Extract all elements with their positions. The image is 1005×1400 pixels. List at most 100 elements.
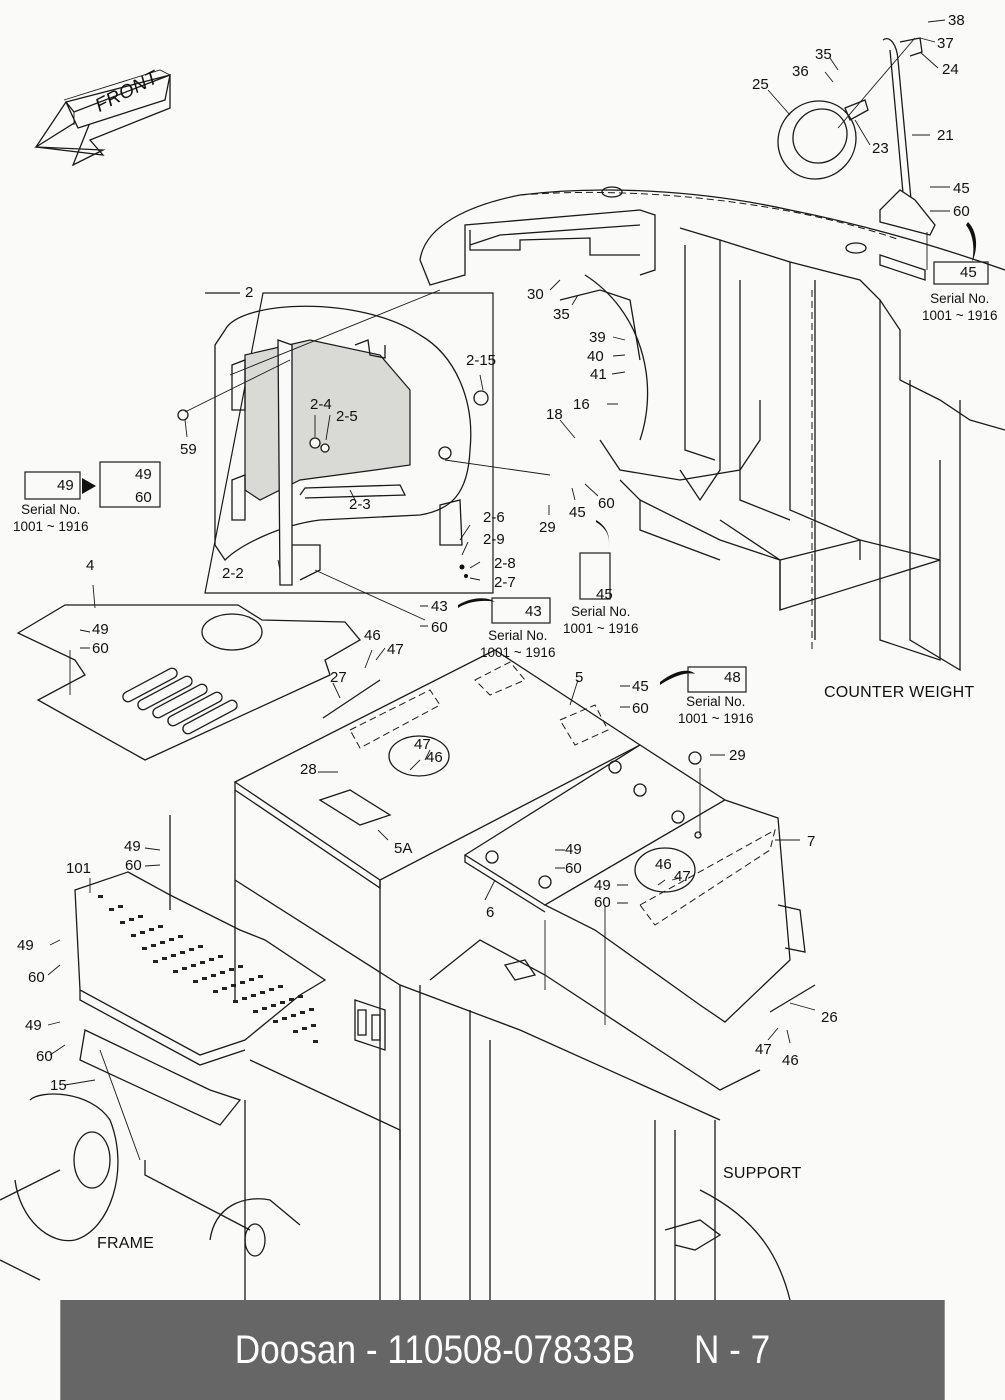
serial-note-line2: 1001 ~ 1916 [480, 645, 556, 660]
callout-15: 15 [50, 1077, 67, 1094]
callout-2-8: 2-8 [494, 555, 516, 572]
perforation-hole [222, 987, 227, 990]
footer-part-number: 110508-07833B [387, 1327, 636, 1372]
callout-28: 28 [300, 761, 317, 778]
callout-60: 60 [125, 857, 142, 874]
frame-label: FRAME [97, 1235, 154, 1252]
perforation-hole [309, 1008, 314, 1011]
perforation-hole [289, 998, 294, 1001]
callout-59: 59 [180, 441, 197, 458]
callout-box-45: 45 [596, 586, 613, 603]
perforation-hole [300, 1011, 305, 1014]
perforation-hole [211, 974, 216, 977]
callout-45: 45 [953, 180, 970, 197]
perforation-hole [151, 944, 156, 947]
perforation-hole [293, 1030, 298, 1033]
footer-gap [635, 1328, 694, 1373]
perforation-hole [260, 991, 265, 994]
callout-60: 60 [632, 700, 649, 717]
callout-47: 47 [674, 868, 691, 885]
callout-35: 35 [815, 46, 832, 63]
perforation-hole [138, 915, 143, 918]
perforation-hole [242, 997, 247, 1000]
serial-note-line2: 1001 ~ 1916 [922, 308, 998, 323]
callout-45: 45 [632, 678, 649, 695]
callout-49: 49 [124, 838, 141, 855]
perforation-hole [302, 1027, 307, 1030]
parts-diagram: FRONT COUNTER WEIGHT SUPPORT FRAME Seria… [0, 13, 1005, 1300]
perforation-hole [269, 988, 274, 991]
perforation-hole [149, 928, 154, 931]
perforation-hole [253, 1010, 258, 1013]
callout-41: 41 [590, 366, 607, 383]
serial-note: Serial No.1001 ~ 1916 [678, 693, 753, 727]
perforation-hole [249, 978, 254, 981]
callout-30: 30 [527, 286, 544, 303]
perforation-hole [140, 931, 145, 934]
callout-2-9: 2-9 [483, 531, 505, 548]
perforation-hole [178, 935, 183, 938]
callout-60: 60 [431, 619, 448, 636]
callout-37: 37 [937, 35, 954, 52]
callout-60: 60 [953, 203, 970, 220]
callout-47: 47 [755, 1041, 772, 1058]
callout-43: 43 [431, 598, 448, 615]
callout-2-5: 2-5 [336, 408, 358, 425]
callout-46: 46 [364, 627, 381, 644]
callout-box-45: 45 [960, 264, 977, 281]
callout-2-3: 2-3 [349, 496, 371, 513]
perforation-hole [311, 1024, 316, 1027]
perforation-hole [313, 1040, 318, 1043]
serial-note-line1: Serial No. [488, 628, 548, 643]
perforation-hole [213, 990, 218, 993]
perforation-hole [189, 948, 194, 951]
perforation-hole [258, 975, 263, 978]
perforation-hole [298, 995, 303, 998]
callout-60: 60 [598, 495, 615, 512]
footer-separator: - [356, 1327, 388, 1372]
perforation-hole [180, 951, 185, 954]
serial-note: Serial No. 1001 ~ 1916 [480, 627, 555, 661]
callout-box-60: 60 [135, 489, 152, 506]
door-assembly-inset [177, 289, 551, 621]
support-label: SUPPORT [723, 1165, 802, 1182]
callout-26: 26 [821, 1009, 838, 1026]
perforation-hole [198, 945, 203, 948]
leader-lines [47, 19, 950, 1086]
perforation-hole [251, 994, 256, 997]
callout-18: 18 [546, 406, 563, 423]
callout-39: 39 [589, 329, 606, 346]
perforation-hole [218, 955, 223, 958]
serial-note-line1: Serial No. [930, 291, 990, 306]
callout-box-49: 49 [57, 477, 74, 494]
counter-weight-drawing [419, 186, 1005, 672]
perforation-hole [209, 958, 214, 961]
perforation-hole [120, 921, 125, 924]
callout-6: 6 [486, 904, 495, 921]
callout-49: 49 [565, 841, 582, 858]
callout-40: 40 [587, 348, 604, 365]
callout-7: 7 [807, 833, 816, 850]
callout-2: 2 [245, 284, 254, 301]
perforation-hole [158, 925, 163, 928]
serial-note-line2: 1001 ~ 1916 [13, 519, 89, 534]
perforation-hole [278, 985, 283, 988]
counter-weight-label: COUNTER WEIGHT [824, 684, 975, 701]
callout-21: 21 [937, 127, 954, 144]
perforation-hole [171, 954, 176, 957]
perforation-hole [238, 965, 243, 968]
callout-23: 23 [872, 140, 889, 157]
frame-support-drawing [0, 790, 791, 1300]
panel-101-and-15 [74, 871, 327, 1161]
callout-4: 4 [86, 557, 95, 574]
callout-box-43: 43 [525, 603, 542, 620]
callout-101: 101 [66, 860, 92, 877]
callout-60: 60 [92, 640, 109, 657]
callout-5a: 5A [394, 840, 413, 857]
callout-46: 46 [782, 1052, 799, 1069]
callout-2-7: 2-7 [494, 574, 516, 591]
perforation-hole [200, 961, 205, 964]
callout-49: 49 [25, 1017, 42, 1034]
callout-36: 36 [792, 63, 809, 80]
callout-27: 27 [330, 669, 347, 686]
